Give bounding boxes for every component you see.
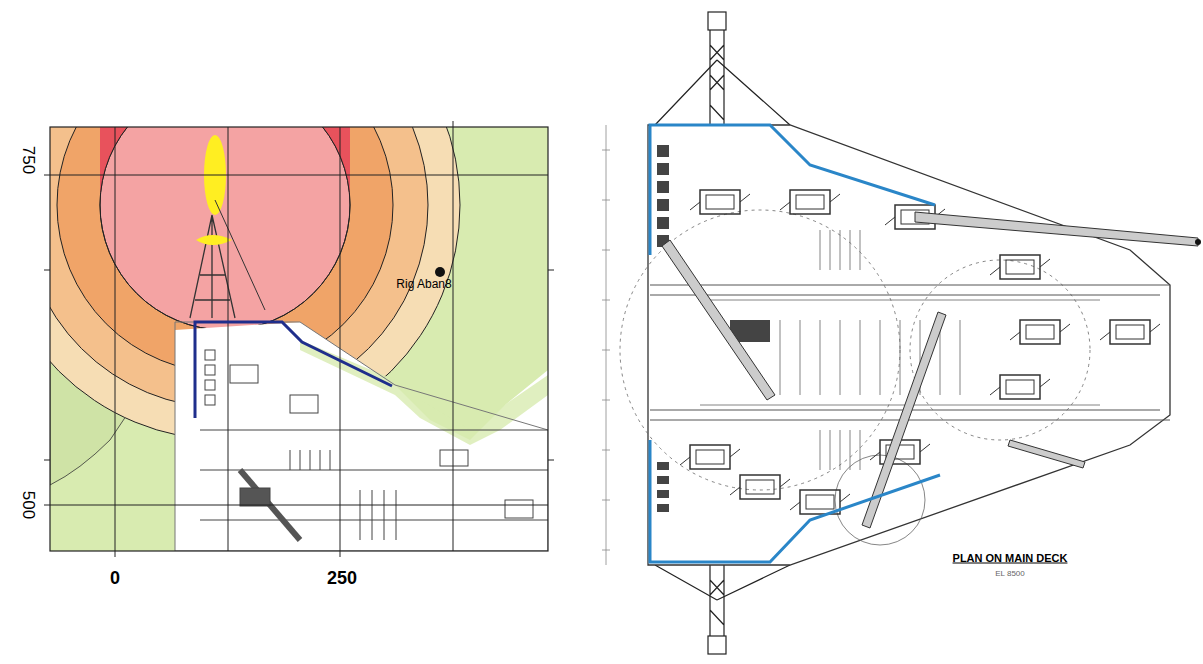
- elevation-note: EL 8500: [995, 570, 1025, 578]
- axis-tick: 500: [20, 491, 37, 519]
- axis-tick: 0: [110, 569, 120, 587]
- deck-plan: [602, 12, 1201, 654]
- axis-tick: 250: [327, 569, 357, 587]
- rig-label: Rig Aban8: [396, 278, 451, 290]
- drawing-title: PLAN ON MAIN DECK: [953, 553, 1068, 564]
- axis-tick: 750: [20, 146, 37, 174]
- radiation-contours: [50, 127, 548, 551]
